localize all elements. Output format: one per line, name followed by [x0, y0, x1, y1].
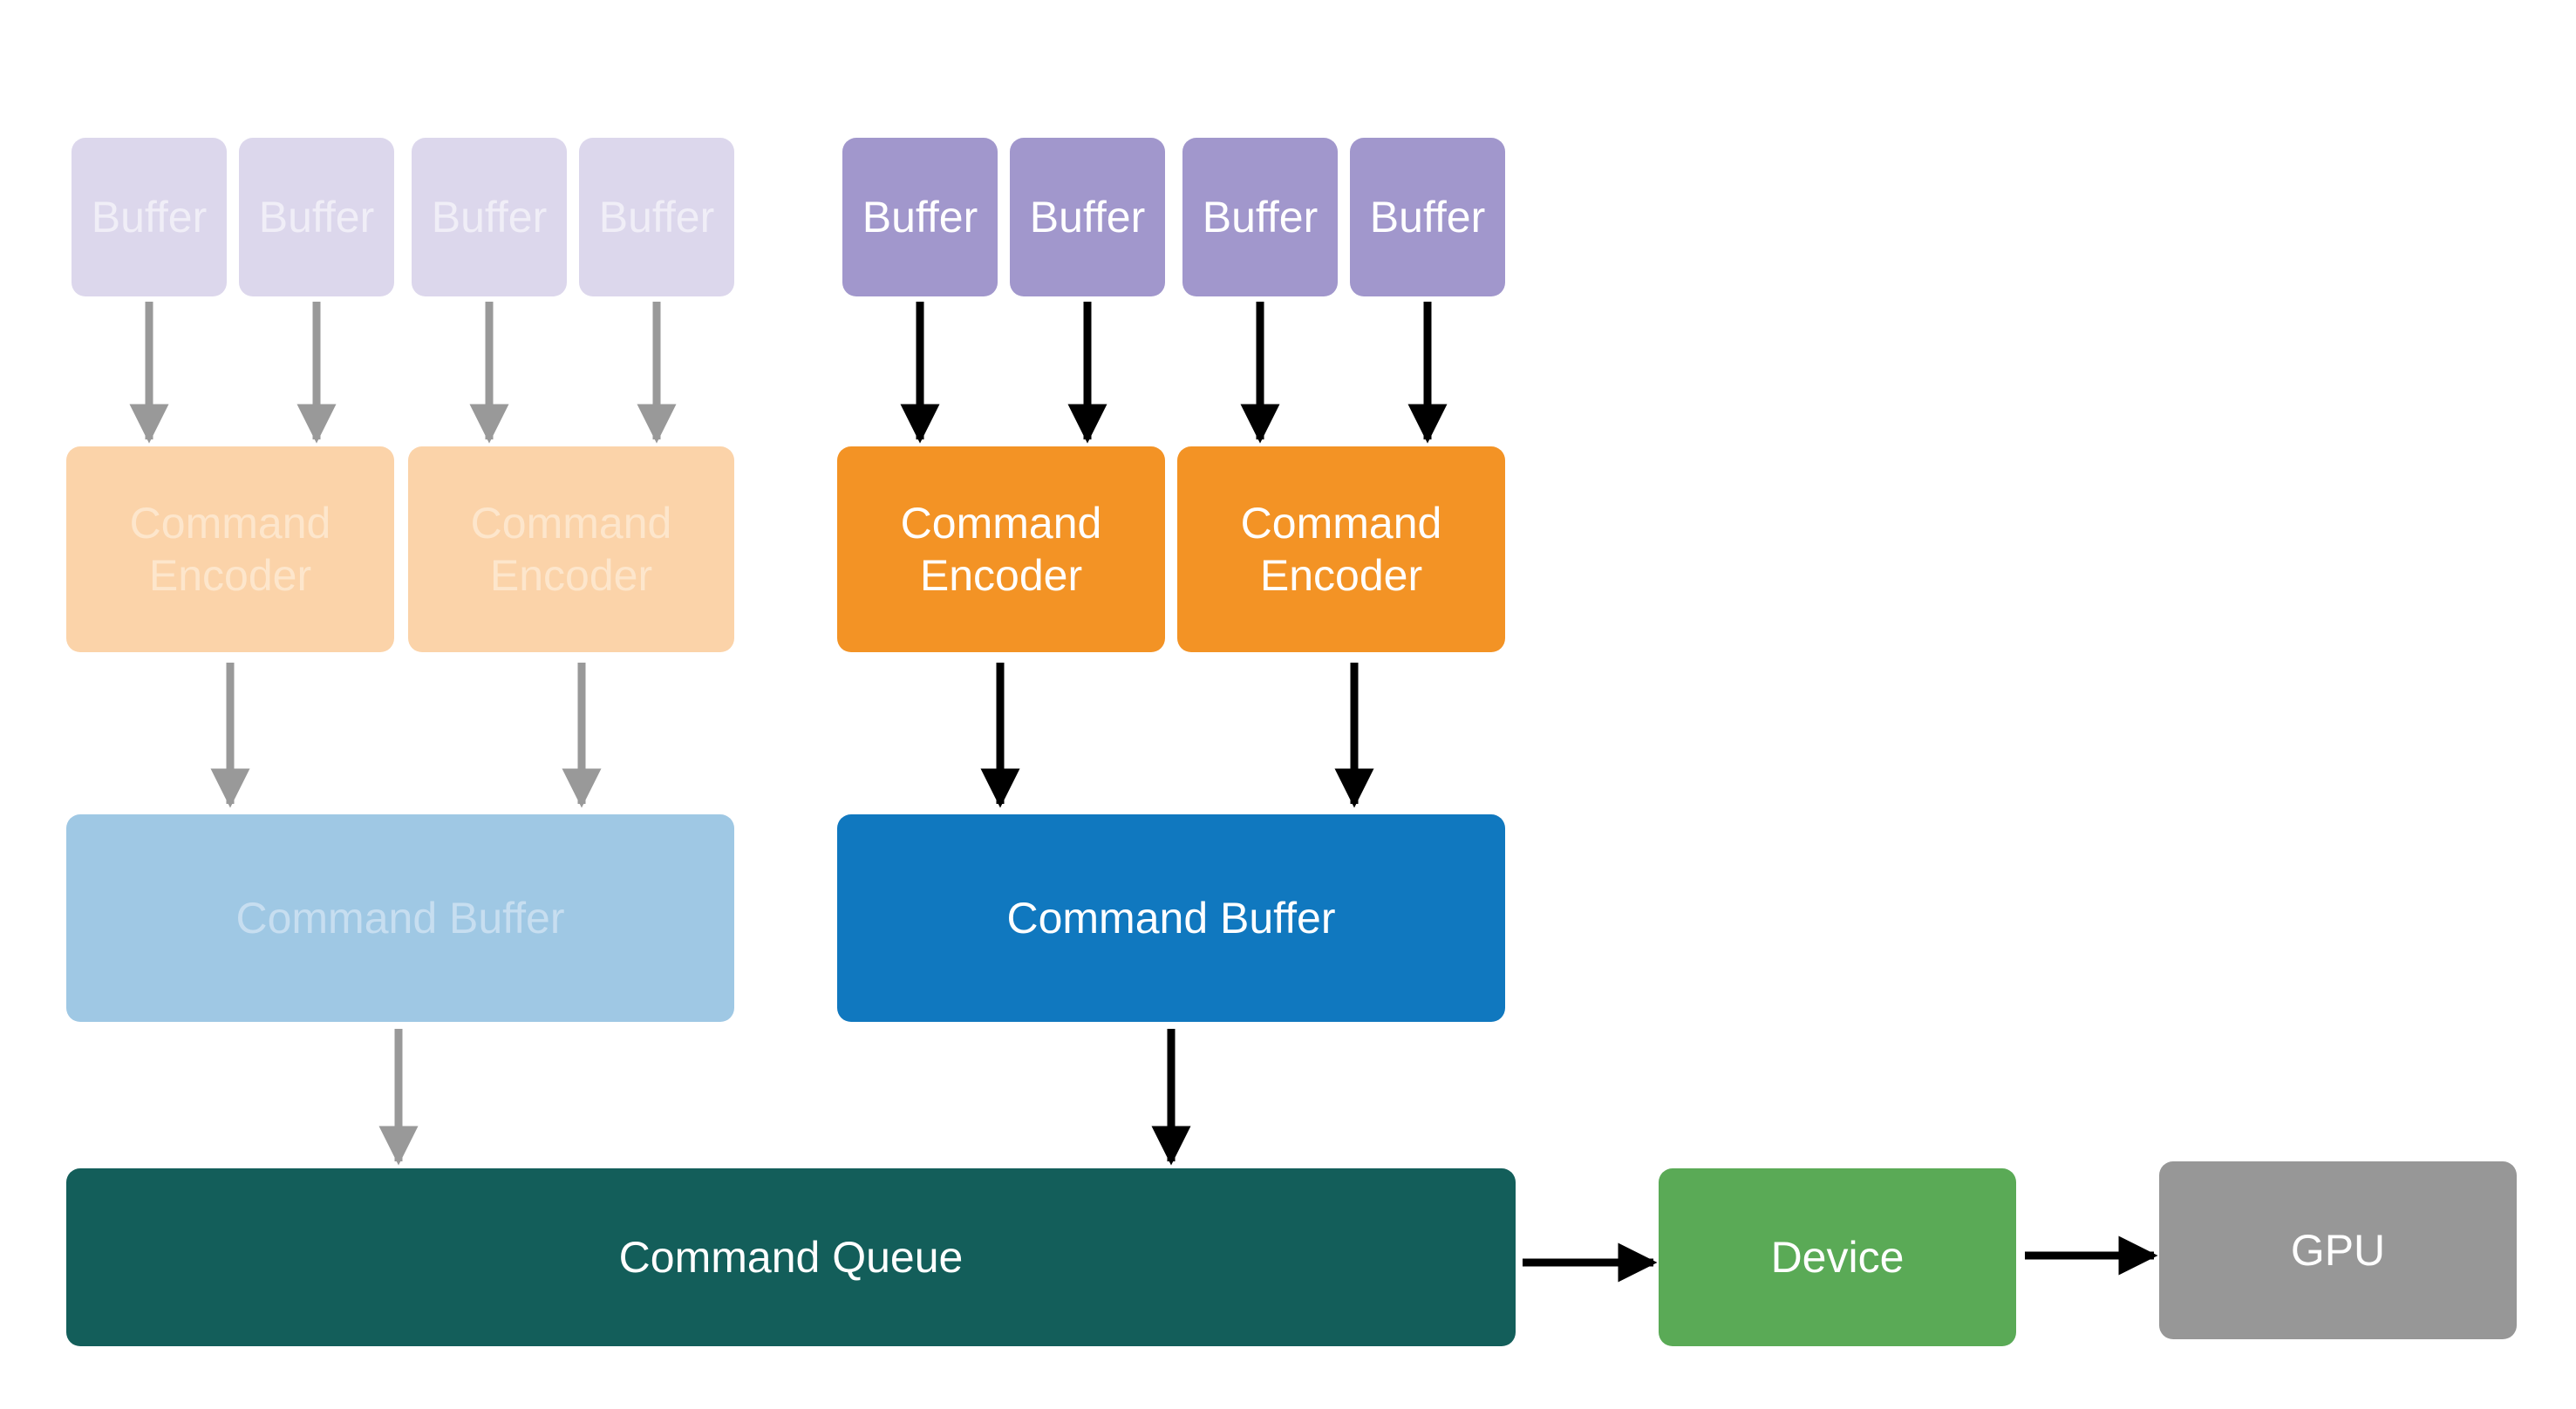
- buffer-node-faded-1: Buffer: [72, 138, 227, 296]
- buffer-node-faded-2: Buffer: [239, 138, 394, 296]
- device-node: Device: [1659, 1168, 2016, 1346]
- command-encoder-node-faded-1: Command Encoder: [66, 446, 394, 652]
- buffer-node-active-1: Buffer: [842, 138, 998, 296]
- command-buffer-node-faded: Command Buffer: [66, 814, 734, 1022]
- buffer-node-active-2: Buffer: [1010, 138, 1165, 296]
- command-queue-node: Command Queue: [66, 1168, 1516, 1346]
- command-encoder-node-faded-2: Command Encoder: [408, 446, 734, 652]
- buffer-node-active-3: Buffer: [1182, 138, 1338, 296]
- buffer-node-faded-3: Buffer: [412, 138, 567, 296]
- buffer-node-active-4: Buffer: [1350, 138, 1505, 296]
- command-encoder-node-active-1: Command Encoder: [837, 446, 1165, 652]
- buffer-node-faded-4: Buffer: [579, 138, 734, 296]
- gpu-node: GPU: [2159, 1161, 2517, 1339]
- command-buffer-node-active: Command Buffer: [837, 814, 1505, 1022]
- command-encoder-node-active-2: Command Encoder: [1177, 446, 1505, 652]
